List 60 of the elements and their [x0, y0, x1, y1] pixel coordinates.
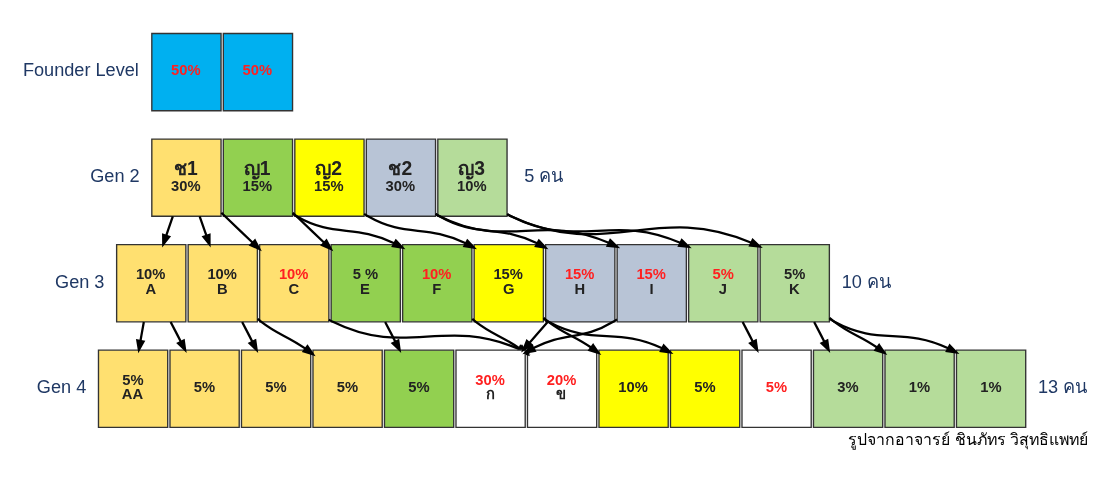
- arrow: [741, 320, 759, 353]
- node-box: 15% I: [616, 243, 688, 322]
- arrow: [257, 317, 316, 356]
- arrow: [828, 316, 888, 355]
- caption: รูปจากอาจารย์ ชินภัทร วิสุทธิแพทย์: [848, 430, 1089, 448]
- node-box: 30% ก: [455, 349, 526, 428]
- label: Gen 2: [90, 165, 140, 186]
- arrow: [506, 212, 692, 248]
- node-box: 5% AA: [97, 349, 169, 428]
- node-box: 10%: [598, 349, 669, 428]
- node-box: 5%: [312, 349, 383, 428]
- label: Gen 4: [36, 376, 87, 397]
- arrow: [162, 215, 174, 248]
- node-box: 1%: [955, 349, 1027, 428]
- node-box: 3%: [812, 349, 884, 428]
- node-box: 15% H: [544, 243, 616, 322]
- arrow: [435, 212, 621, 248]
- label: Gen 3: [55, 271, 105, 292]
- arrow: [241, 320, 259, 353]
- node-box: 10% B: [187, 243, 259, 322]
- node-box: 50%: [151, 32, 222, 111]
- label: 5 คน: [524, 165, 564, 186]
- node-box: 5%: [240, 349, 312, 428]
- node-box: 5%: [669, 349, 741, 428]
- node-box: 20% ข: [526, 349, 598, 428]
- node-box: 5%: [169, 349, 240, 428]
- node-box: 15% G: [473, 243, 545, 322]
- arrow: [135, 321, 146, 353]
- arrow: [292, 211, 334, 251]
- label: 13 คน: [1037, 376, 1088, 397]
- node-box: ญ3 10%: [437, 137, 508, 217]
- arrow: [522, 317, 618, 354]
- node-box: 1%: [884, 349, 955, 428]
- node-box: ญ1 15%: [222, 137, 294, 217]
- node-box: 5 % E: [330, 243, 402, 322]
- arrow: [507, 212, 763, 248]
- arrow: [542, 316, 602, 355]
- arrow: [828, 317, 960, 354]
- node-box: 5%: [383, 349, 455, 428]
- node-box: 10% C: [258, 243, 330, 322]
- label: Founder Level: [22, 59, 139, 80]
- arrow: [363, 212, 477, 249]
- arrow: [198, 215, 211, 248]
- arrow: [292, 212, 406, 249]
- node-box: 5% K: [759, 243, 831, 322]
- node-box: 5%: [741, 349, 812, 428]
- arrow: [220, 211, 262, 251]
- node-box: ช2 30%: [365, 137, 437, 217]
- arrow: [813, 320, 831, 353]
- node-box: ญ2 15%: [294, 137, 365, 217]
- node-box: 5% J: [687, 243, 759, 322]
- node-box: ช1 30%: [151, 137, 222, 217]
- node-box: 10% A: [115, 243, 187, 322]
- node-box: 50%: [222, 32, 294, 111]
- arrow: [169, 320, 187, 353]
- arrow: [384, 320, 402, 353]
- node-box: 10% F: [401, 243, 473, 322]
- arrow: [542, 317, 674, 354]
- arrow: [521, 320, 549, 352]
- label: 10 คน: [841, 271, 891, 292]
